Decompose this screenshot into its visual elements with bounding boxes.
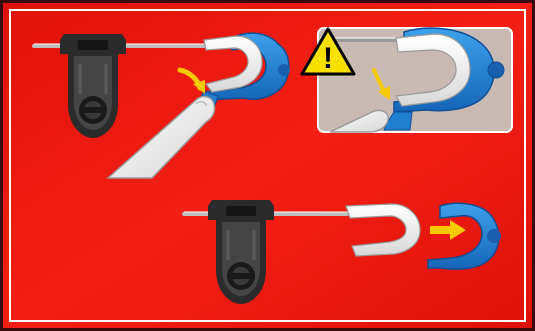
warning-symbol: !: [323, 42, 333, 75]
warning-inset: [318, 28, 512, 132]
